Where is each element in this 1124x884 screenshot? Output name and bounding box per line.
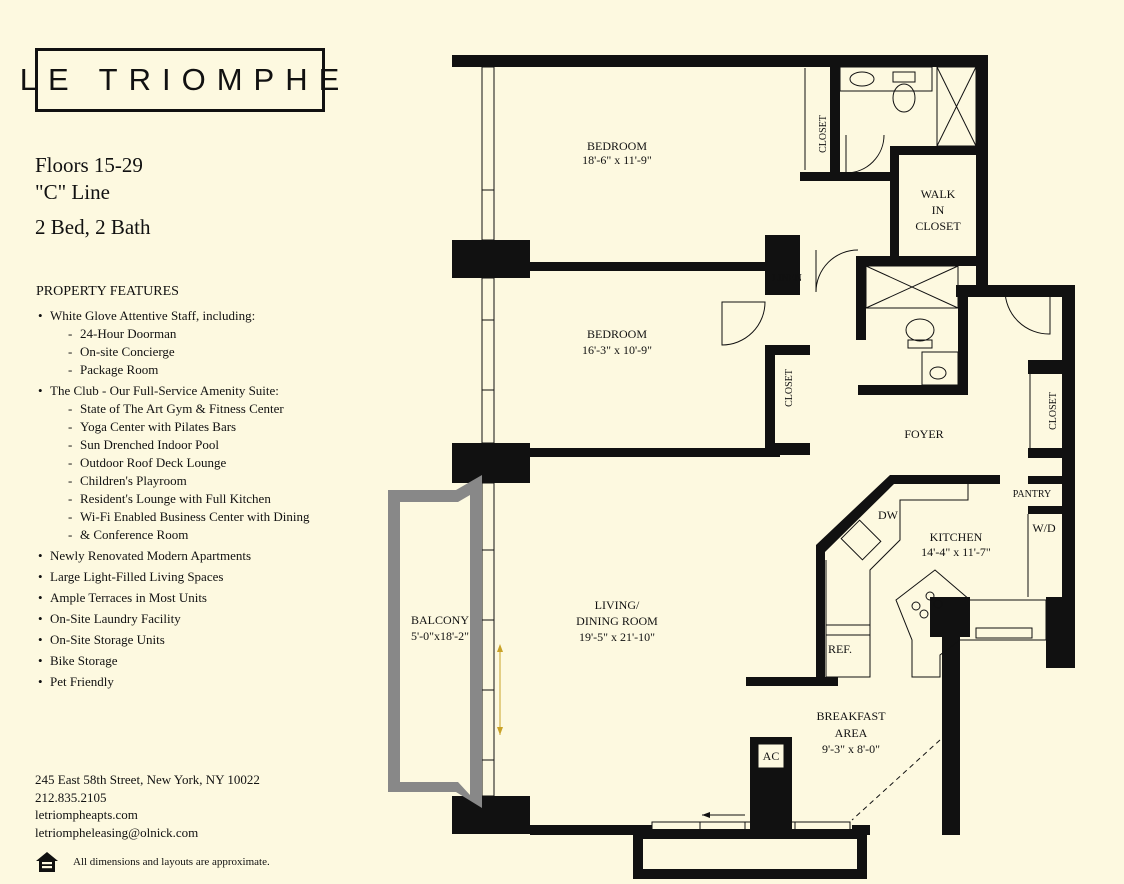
feature-item: Ample Terraces in Most Units	[36, 588, 336, 607]
contact-website[interactable]: letriompheapts.com	[35, 807, 138, 822]
property-features: PROPERTY FEATURES White Glove Attentive …	[36, 284, 336, 693]
balcony	[388, 475, 482, 808]
footer: All dimensions and layouts are approxima…	[35, 850, 270, 874]
ac-label: AC	[763, 749, 780, 763]
bathroom-fixtures	[839, 66, 977, 386]
exterior-walls	[452, 55, 1075, 835]
closet-foyer-label: CLOSET	[1048, 392, 1059, 430]
breakfast-label-1: BREAKFAST	[816, 709, 886, 723]
unit-line: "C" Line	[35, 180, 110, 204]
feature-item: White Glove Attentive Staff, including: …	[36, 306, 336, 379]
contact-phone: 212.835.2105	[35, 789, 107, 805]
feature-item: On-Site Storage Units	[36, 630, 336, 649]
balcony-dims: 5'-0"x18'-2"	[411, 629, 469, 643]
feature-subitem: Children's Playroom	[50, 472, 336, 490]
feature-subitem: Yoga Center with Pilates Bars	[50, 418, 336, 436]
breakfast-label-2: AREA	[835, 726, 868, 740]
feature-subitem: State of The Art Gym & Fitness Center	[50, 400, 336, 418]
contact-email[interactable]: letriompheleasing@olnick.com	[35, 824, 199, 840]
pantry-label: PANTRY	[1013, 489, 1052, 500]
bedroom2-label: BEDROOM	[587, 327, 647, 341]
feature-sublist: State of The Art Gym & Fitness Center Yo…	[50, 400, 336, 544]
breakfast-dims: 9'-3" x 8'-0"	[822, 742, 880, 756]
feature-subitem: Outdoor Roof Deck Lounge	[50, 454, 336, 472]
brand-logo-text: LE TRIOMPHE	[19, 62, 351, 97]
disclaimer: All dimensions and layouts are approxima…	[73, 856, 270, 868]
kitchen-dims: 14'-4" x 11'-7"	[921, 545, 991, 559]
unit-beds-baths: 2 Bed, 2 Bath	[35, 215, 151, 239]
kitchen-label: KITCHEN	[930, 530, 983, 544]
feature-subitem: On-site Concierge	[50, 343, 336, 361]
features-heading: PROPERTY FEATURES	[36, 284, 179, 299]
feature-subitem-continued: & Conference Room	[50, 526, 336, 544]
ref-label: REF.	[828, 642, 852, 656]
feature-subitem: Sun Drenched Indoor Pool	[50, 436, 336, 454]
feature-subitem: Wi-Fi Enabled Business Center with Dinin…	[50, 508, 336, 526]
living-label-2: DINING ROOM	[576, 614, 658, 628]
feature-item: Bike Storage	[36, 651, 336, 670]
interior-walls	[530, 67, 1062, 686]
closet-top-label: CLOSET	[818, 115, 829, 153]
dw-label: DW	[878, 508, 899, 522]
balcony-label: BALCONY	[411, 613, 469, 627]
feature-subitem: Resident's Lounge with Full Kitchen	[50, 490, 336, 508]
walk-in-closet-label-1: WALK	[921, 187, 956, 201]
bay-window	[633, 821, 867, 879]
contact-info: 245 East 58th Street, New York, NY 10022…	[35, 771, 260, 841]
doors	[721, 68, 1051, 448]
foyer-label: FOYER	[904, 427, 943, 441]
feature-item: The Club - Our Full-Service Amenity Suit…	[36, 381, 336, 544]
contact-address: 245 East 58th Street, New York, NY 10022	[35, 772, 260, 787]
bedroom1-dims: 18'-6" x 11'-9"	[582, 153, 652, 167]
feature-item: Large Light-Filled Living Spaces	[36, 567, 336, 586]
walk-in-closet-label-2: IN	[932, 203, 945, 217]
wd-label: W/D	[1032, 521, 1056, 535]
walk-in-closet-label-3: CLOSET	[915, 219, 961, 233]
unit-info: Floors 15-29 "C" Line 2 Bed, 2 Bath	[35, 152, 151, 241]
living-dims: 19'-5" x 21'-10"	[579, 630, 655, 644]
direction-arrows	[497, 644, 745, 818]
feature-sublist: 24-Hour Doorman On-site Concierge Packag…	[50, 325, 336, 379]
window-wall	[481, 66, 495, 797]
feature-item: Pet Friendly	[36, 672, 336, 691]
feature-item: Newly Renovated Modern Apartments	[36, 546, 336, 565]
brand-logo: LE TRIOMPHE	[20, 48, 339, 112]
linen-label: LINEN	[772, 273, 802, 284]
unit-floors: Floors 15-29	[35, 153, 143, 177]
feature-subitem: Package Room	[50, 361, 336, 379]
bedroom1-label: BEDROOM	[587, 139, 647, 153]
kitchen-fixtures	[825, 484, 1047, 821]
room-labels: BEDROOM 18'-6" x 11'-9" BEDROOM 16'-3" x…	[411, 115, 1059, 769]
closet-bed2-label: CLOSET	[784, 369, 795, 407]
features-list: White Glove Attentive Staff, including: …	[36, 306, 336, 691]
feature-subitem: 24-Hour Doorman	[50, 325, 336, 343]
living-label-1: LIVING/	[595, 598, 640, 612]
equal-housing-opportunity-icon	[36, 852, 58, 872]
feature-item: On-Site Laundry Facility	[36, 609, 336, 628]
bedroom2-dims: 16'-3" x 10'-9"	[582, 343, 652, 357]
